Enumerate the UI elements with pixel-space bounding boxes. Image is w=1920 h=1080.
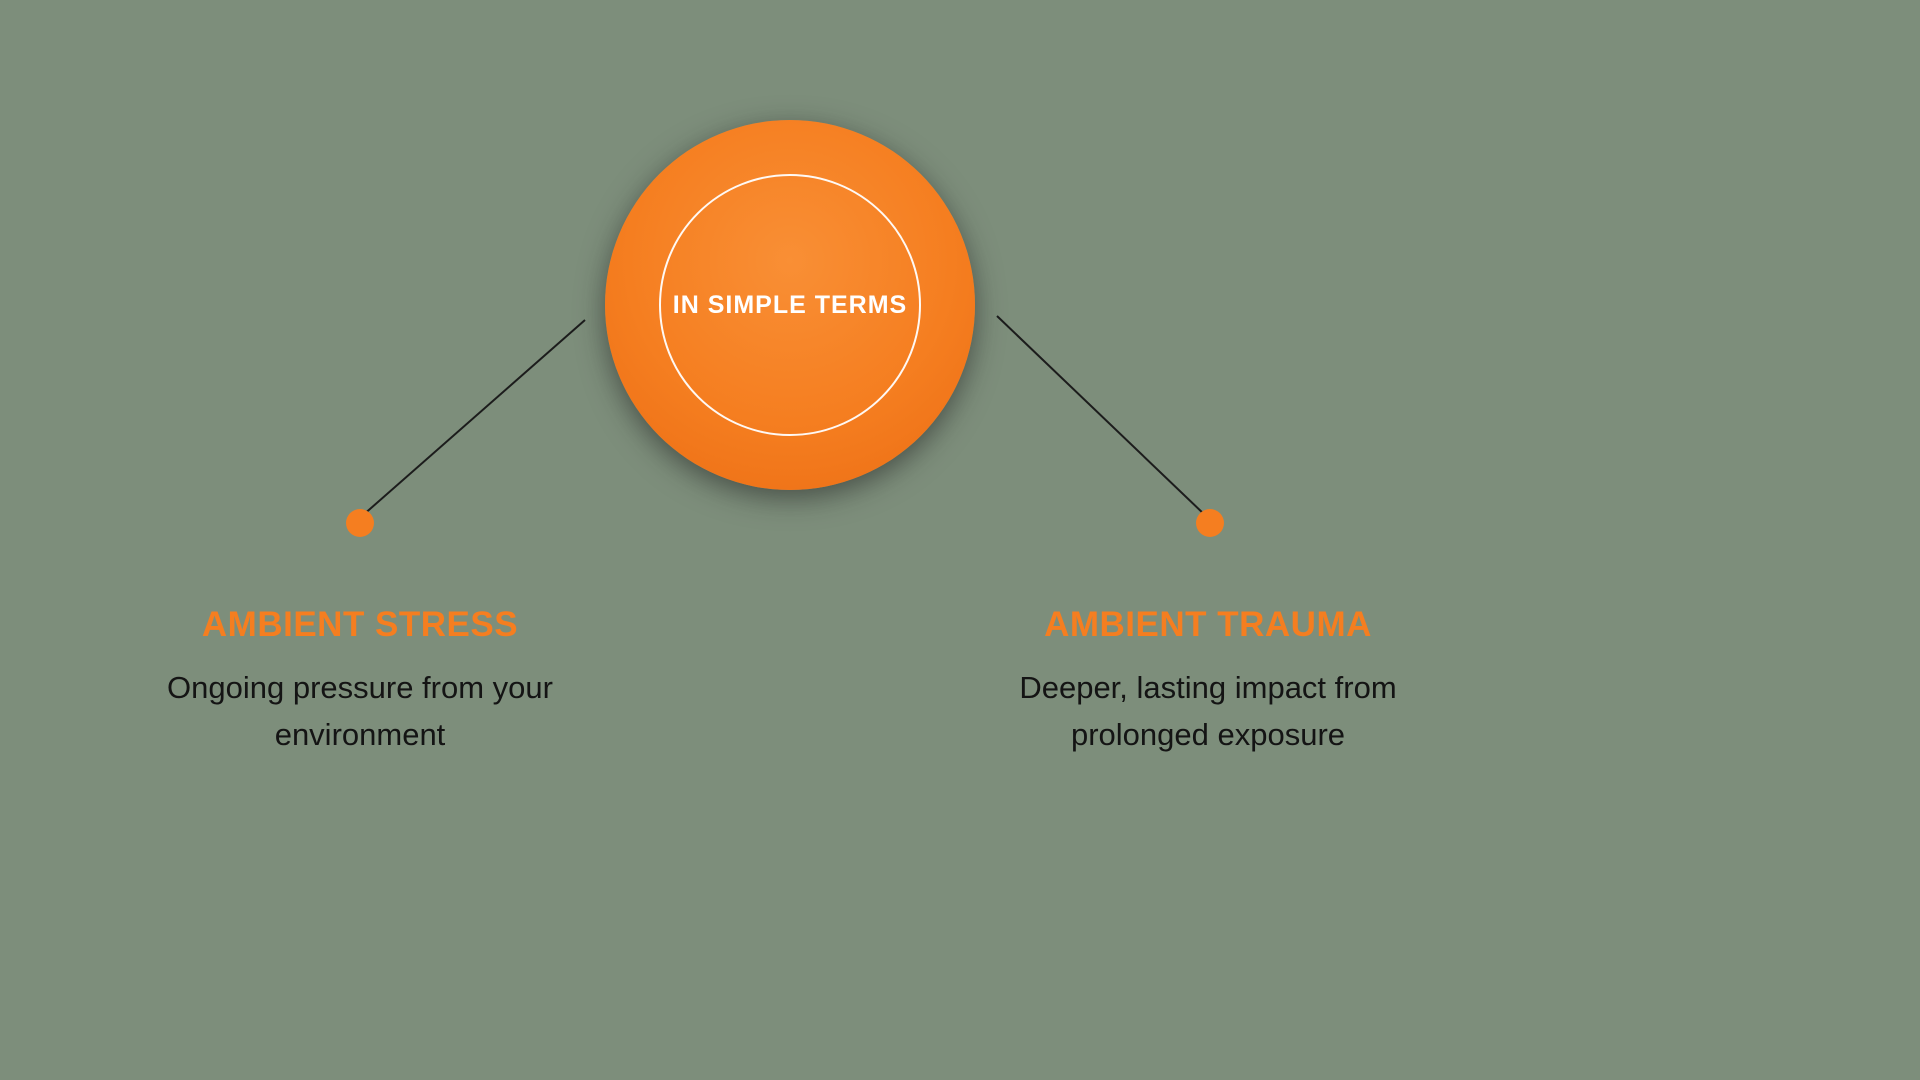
right-connector-line (996, 315, 1207, 517)
central-circle-label: IN SIMPLE TERMS (672, 290, 908, 319)
right-connector-dot (1196, 509, 1224, 537)
central-circle-inner-ring: IN SIMPLE TERMS (659, 174, 921, 436)
ambient-trauma-title: AMBIENT TRAUMA (1044, 605, 1372, 644)
branch-ambient-trauma: AMBIENT TRAUMA Deeper, lasting impact fr… (928, 605, 1488, 758)
branch-ambient-stress: AMBIENT STRESS Ongoing pressure from you… (80, 605, 640, 758)
left-connector-line (361, 319, 586, 517)
central-circle: IN SIMPLE TERMS (605, 120, 975, 490)
ambient-trauma-description: Deeper, lasting impact from prolonged ex… (1019, 670, 1397, 752)
ambient-stress-description: Ongoing pressure from your environment (167, 670, 553, 752)
left-connector-dot (346, 509, 374, 537)
ambient-stress-title: AMBIENT STRESS (201, 605, 519, 644)
